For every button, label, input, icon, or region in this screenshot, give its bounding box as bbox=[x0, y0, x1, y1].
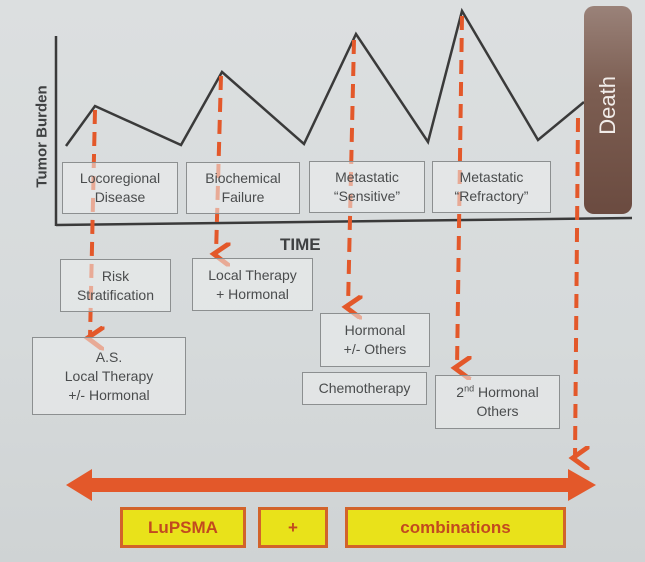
x-axis-label: TIME bbox=[280, 235, 321, 254]
treatment-as-local-therapy: A.S. Local Therapy +/- Hormonal bbox=[32, 337, 186, 415]
treatment-second-hormonal: 2nd Hormonal Others bbox=[435, 375, 560, 429]
lupsma-box: LuPSMA bbox=[120, 507, 246, 548]
death-label: Death bbox=[595, 76, 620, 135]
treatment-hormonal-others: Hormonal +/- Others bbox=[320, 313, 430, 367]
x-axis bbox=[55, 216, 633, 227]
arrow-death bbox=[575, 117, 578, 458]
second-hormonal-line1: 2nd Hormonal bbox=[456, 383, 539, 400]
tumor-burden-line bbox=[64, 7, 585, 147]
treatment-chemotherapy: Chemotherapy bbox=[302, 372, 427, 405]
stage-biochemical: Biochemical Failure bbox=[186, 162, 300, 214]
stage-locoregional: Locoregional Disease bbox=[62, 162, 178, 214]
treatment-risk-stratification: Risk Stratification bbox=[60, 259, 171, 312]
second-hormonal-line2: Others bbox=[476, 403, 519, 419]
y-axis-label: Tumor Burden bbox=[33, 85, 51, 188]
arrow-locoregional bbox=[90, 109, 95, 338]
stage-metastatic-refractory: Metastatic “Refractory” bbox=[432, 161, 551, 213]
death-box: Death bbox=[584, 6, 632, 214]
combinations-box: combinations bbox=[345, 507, 566, 548]
timeline-double-arrow bbox=[66, 469, 596, 501]
plus-box: + bbox=[258, 507, 328, 548]
treatment-local-therapy-hormonal: Local Therapy + Hormonal bbox=[192, 258, 313, 311]
stage-metastatic-sensitive: Metastatic “Sensitive” bbox=[309, 161, 425, 213]
